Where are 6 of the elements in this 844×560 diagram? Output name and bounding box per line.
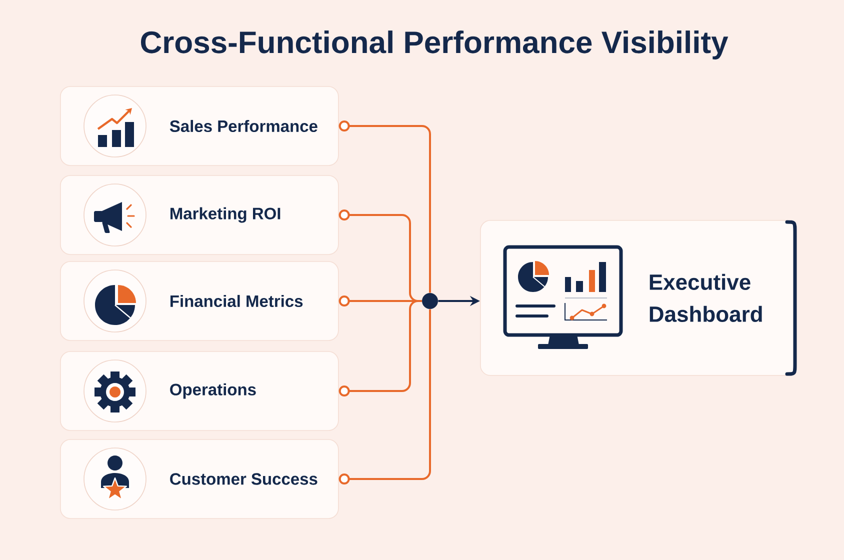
junction-dot: [422, 293, 438, 309]
title: Cross-Functional Performance Visibility: [140, 30, 728, 60]
connector-line: [338, 309, 431, 484]
dashboard-card: Executive Dashboard: [480, 220, 797, 376]
connector-line: [338, 120, 431, 293]
connector-line: [338, 300, 422, 396]
